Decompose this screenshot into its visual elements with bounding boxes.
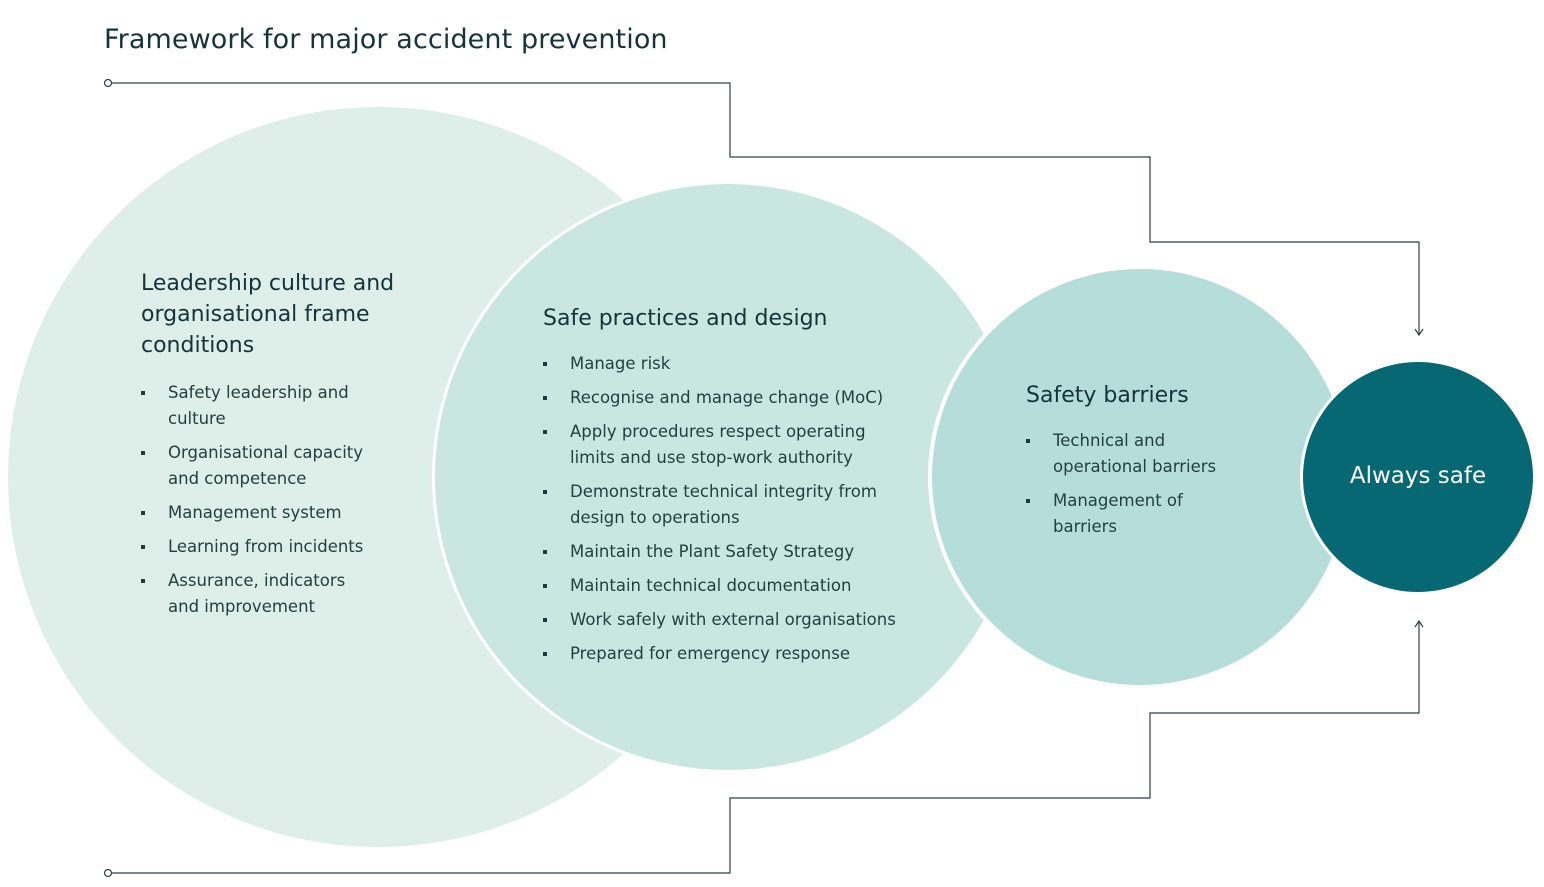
list-item-label: Assurance, indicators and improvement xyxy=(168,571,346,616)
barriers-item-list: Technical and operational barriers Manag… xyxy=(1026,428,1306,540)
list-item-label: Safety leadership and culture xyxy=(168,383,349,428)
list-item: Apply procedures respect operating limit… xyxy=(543,419,910,471)
list-item-label: Management of barriers xyxy=(1053,491,1183,536)
top-connector-arrowhead xyxy=(1414,328,1424,337)
bullet-icon xyxy=(543,550,547,554)
bullet-icon xyxy=(543,362,547,366)
list-item: Organisational capacity and competence xyxy=(141,440,378,492)
bullet-icon xyxy=(141,451,145,455)
list-item-label: Prepared for emergency response xyxy=(570,644,851,663)
list-item-label: Maintain the Plant Safety Strategy xyxy=(570,542,855,561)
bottom-connector xyxy=(103,619,1424,878)
barriers-text: Safety barriers Technical and operationa… xyxy=(1026,380,1306,548)
list-item-label: Management system xyxy=(168,503,342,522)
list-item: Demonstrate technical integrity from des… xyxy=(543,479,910,531)
bullet-icon xyxy=(543,652,547,656)
practices-item-list: Manage risk Recognise and manage change … xyxy=(543,351,943,667)
list-item: Work safely with external organisations xyxy=(543,607,910,633)
bullet-icon xyxy=(141,391,145,395)
bullet-icon xyxy=(543,430,547,434)
bullet-icon xyxy=(1026,499,1030,503)
list-item: Manage risk xyxy=(543,351,910,377)
practices-text: Safe practices and design Manage risk Re… xyxy=(543,303,943,675)
leadership-text: Leadership culture and organisational fr… xyxy=(141,268,441,628)
list-item: Learning from incidents xyxy=(141,534,378,560)
list-item-label: Learning from incidents xyxy=(168,537,364,556)
list-item-label: Manage risk xyxy=(570,354,671,373)
bullet-icon xyxy=(1026,439,1030,443)
list-item-label: Organisational capacity and competence xyxy=(168,443,364,488)
leadership-item-list: Safety leadership and culture Organisati… xyxy=(141,380,441,620)
list-item: Assurance, indicators and improvement xyxy=(141,568,378,620)
top-connector-line xyxy=(112,82,1420,334)
list-item: Prepared for emergency response xyxy=(543,641,910,667)
practices-circle xyxy=(435,184,1021,770)
bullet-icon xyxy=(141,579,145,583)
list-item: Technical and operational barriers xyxy=(1026,428,1233,480)
bottom-connector-line xyxy=(112,621,1420,874)
list-item-label: Work safely with external organisations xyxy=(570,610,896,629)
bottom-connector-start-dot xyxy=(103,868,113,878)
page-title: Framework for major accident prevention xyxy=(104,24,668,55)
bullet-icon xyxy=(543,396,547,400)
practices-heading: Safe practices and design xyxy=(543,306,828,331)
list-item-label: Apply procedures respect operating limit… xyxy=(570,422,866,467)
leadership-heading-line: conditions xyxy=(141,333,255,358)
top-connector-start-dot xyxy=(103,78,113,88)
bullet-icon xyxy=(543,584,547,588)
core-circle xyxy=(1303,362,1533,592)
bullet-icon xyxy=(543,618,547,622)
list-item-label: Recognise and manage change (MoC) xyxy=(570,388,884,407)
list-item: Management system xyxy=(141,500,378,526)
barriers-heading: Safety barriers xyxy=(1026,383,1189,408)
list-item: Maintain the Plant Safety Strategy xyxy=(543,539,910,565)
leadership-heading-line: organisational frame xyxy=(141,302,370,327)
top-connector xyxy=(103,78,1424,337)
list-item: Recognise and manage change (MoC) xyxy=(543,385,910,411)
bullet-icon xyxy=(141,545,145,549)
list-item-label: Demonstrate technical integrity from des… xyxy=(570,482,877,527)
barriers-circle xyxy=(932,269,1348,685)
always-safe-label: Always safe xyxy=(1349,463,1487,489)
list-item-label: Technical and operational barriers xyxy=(1053,431,1217,476)
list-item: Maintain technical documentation xyxy=(543,573,910,599)
leadership-heading-line: Leadership culture and xyxy=(141,271,395,296)
list-item-label: Maintain technical documentation xyxy=(570,576,852,595)
list-item: Safety leadership and culture xyxy=(141,380,378,432)
leadership-heading: Leadership culture and organisational fr… xyxy=(141,268,441,361)
bullet-icon xyxy=(141,511,145,515)
list-item: Management of barriers xyxy=(1026,488,1233,540)
bottom-connector-arrowhead xyxy=(1414,619,1424,628)
bullet-icon xyxy=(543,490,547,494)
